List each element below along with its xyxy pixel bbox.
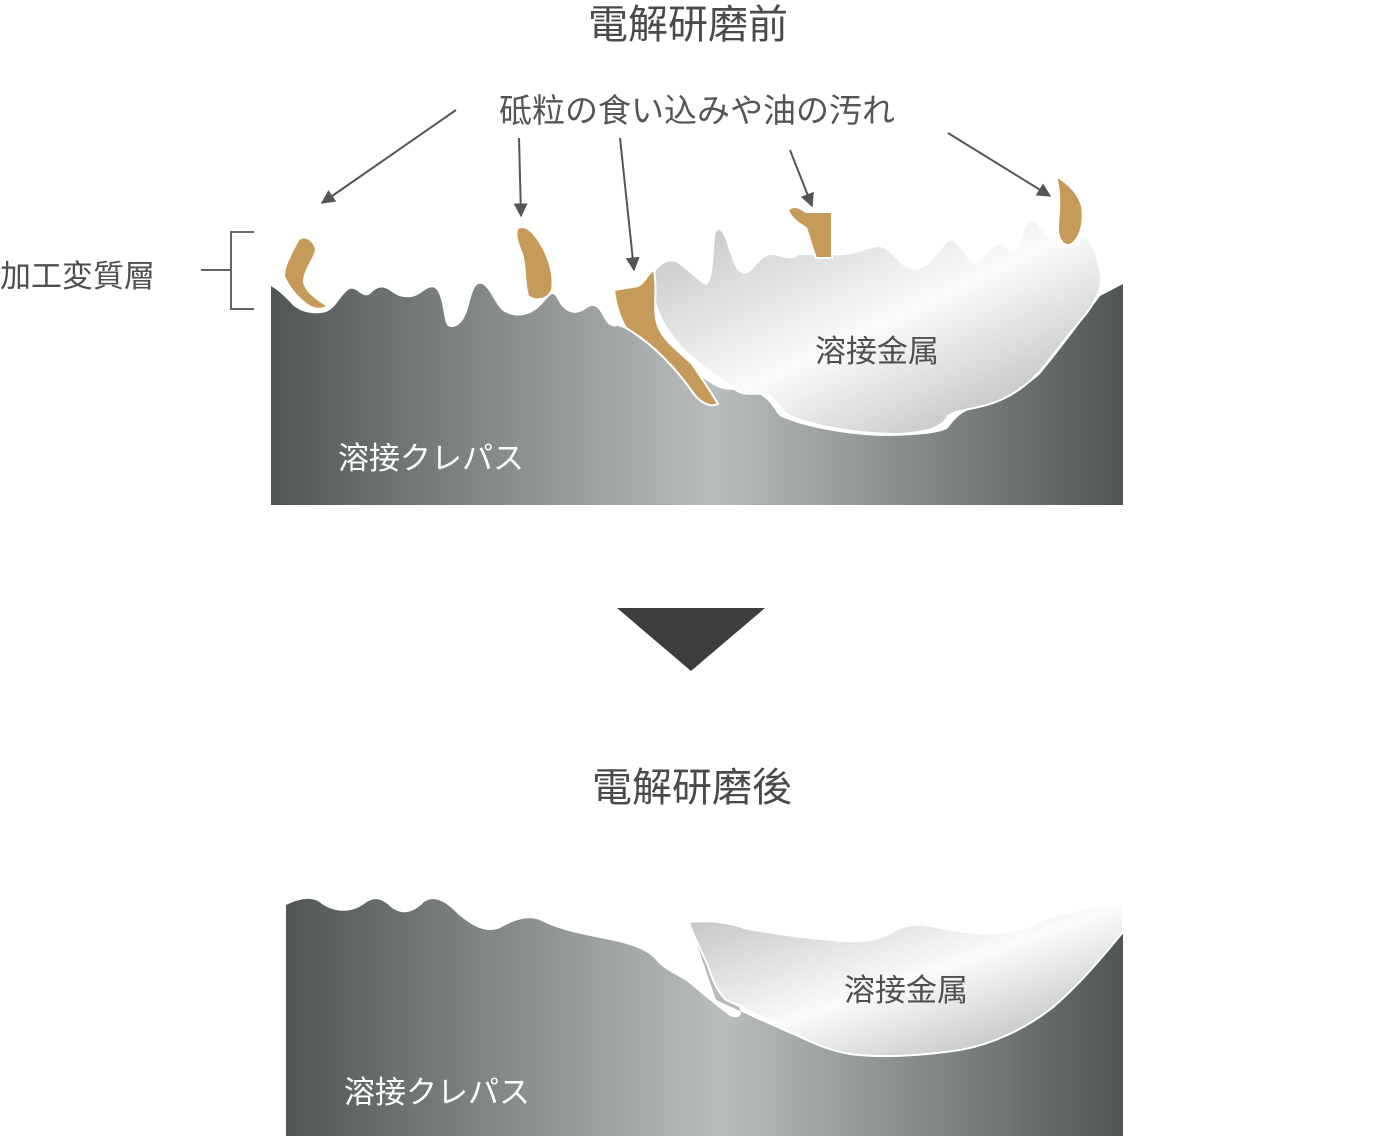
after-crevice-label: 溶接クレパス [344,1075,530,1111]
after-title: 電解研磨後 [592,765,792,811]
before-weld-label: 溶接金属 [815,334,939,370]
layer-label: 加工変質層 [0,259,155,295]
annotation-arrow-5 [947,132,1052,197]
before-debris-5 [1054,173,1084,246]
before-debris-4 [786,205,833,259]
layer-bracket [201,231,254,310]
before-crevice-label: 溶接クレパス [338,441,524,477]
before-debris-2 [515,226,554,301]
annotation-arrows [320,109,1052,272]
annotation-arrow-2 [513,137,528,218]
before-title: 電解研磨前 [588,2,788,48]
annotation-arrow-1 [320,109,457,204]
before-debris-3 [612,268,720,407]
before-section: 電解研磨前 砥粒の食い込みや油の汚れ 加工変質層 溶接金属 溶接クレパス [0,2,1123,505]
after-weld-label: 溶接金属 [844,973,968,1009]
before-debris-1 [282,236,330,310]
after-section: 電解研磨後 溶接金属 溶接クレパス [286,765,1124,1136]
after-base-metal [286,898,1123,1136]
after-weld-metal [687,904,1124,1058]
before-weld-metal [651,218,1102,436]
annotation-label: 砥粒の食い込みや油の汚れ [499,91,895,130]
annotation-arrow-4 [789,149,814,208]
annotation-arrow-3 [619,137,640,272]
down-arrow-icon [617,608,765,671]
